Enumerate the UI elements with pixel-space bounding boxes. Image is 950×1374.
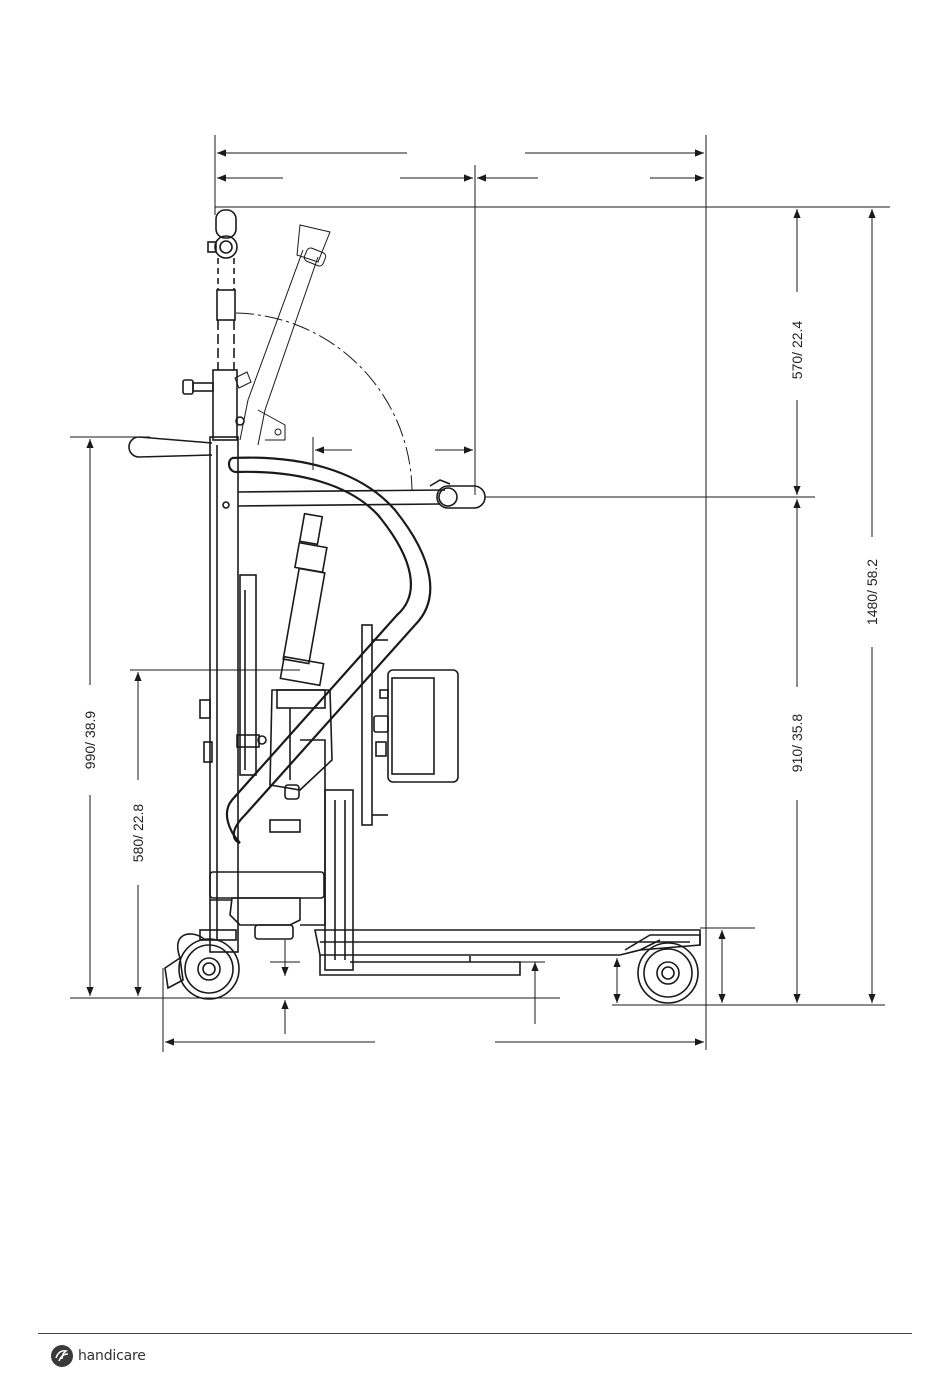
- tilted-mast-outline: [235, 225, 330, 445]
- brand-logo: handicare: [50, 1343, 146, 1369]
- brand-name: handicare: [78, 1348, 146, 1364]
- guide-rail: [237, 575, 266, 775]
- boom-arm: [236, 417, 485, 508]
- front-castor-wheel: [638, 943, 698, 1003]
- base-housing: [210, 872, 324, 939]
- rear-castor-wheel: [165, 930, 239, 999]
- center-frame: [270, 625, 388, 970]
- handle-height-label: 990/ 38.9: [82, 711, 98, 770]
- upper-height-label: 570/ 22.4: [789, 321, 805, 380]
- boom-swing-arc: [236, 313, 412, 490]
- handle-bar: [129, 437, 212, 457]
- main-mast: [183, 210, 238, 952]
- total-height-label: 1480/ 58.2: [864, 559, 880, 625]
- horizontal-dimension-lines: [165, 153, 704, 1042]
- vertical-dimension-lines: [90, 209, 872, 1034]
- knee-pad-height-label: 580/ 22.8: [130, 804, 146, 863]
- battery-box: [374, 670, 458, 782]
- base-height-label: 910/ 35.8: [789, 714, 805, 773]
- handicare-logo-icon: [50, 1344, 74, 1368]
- extension-lines: [70, 135, 890, 1052]
- footer-divider: [38, 1333, 912, 1334]
- chassis-base: [315, 930, 700, 975]
- curved-knee-arm: [227, 458, 430, 843]
